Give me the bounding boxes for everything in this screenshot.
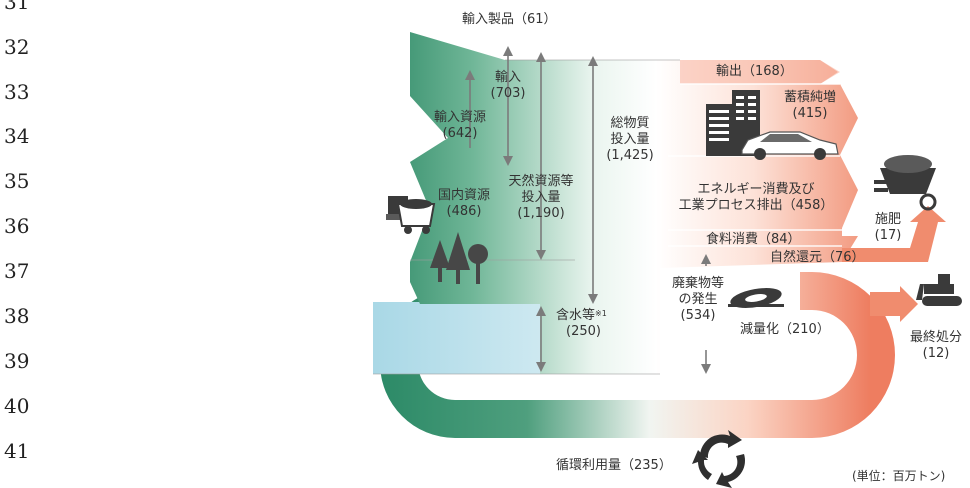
line-number: 32: [4, 35, 30, 59]
wheelbarrow-icon: [874, 155, 937, 211]
stock-increase-label-text: 蓄積純増: [783, 90, 836, 105]
recycle-arrows-icon: [692, 430, 746, 488]
domestic-resources-label: 国内資源 (486): [432, 188, 496, 220]
line-number: 39: [4, 349, 30, 373]
car-icon: [741, 131, 839, 160]
water-content-label-text: 含水等: [556, 308, 596, 323]
line-number: 35: [4, 169, 30, 193]
stock-increase-label-value: (415): [792, 106, 828, 121]
measurement-arrows: [469, 50, 707, 368]
stock-increase-label: 蓄積純増 (415): [776, 90, 844, 122]
line-number: 31: [4, 0, 30, 14]
final-disposal-label: 最終処分 (12): [904, 330, 968, 362]
bulldozer-icon: [916, 274, 962, 306]
fertilizer-label-value: (17): [874, 228, 902, 243]
energy-label-line2: 工業プロセス排出（458）: [678, 198, 834, 213]
fertilizer-label: 施肥 (17): [868, 212, 908, 244]
natural-input-label-line2: 投入量: [521, 190, 561, 205]
exports-arrow: [680, 60, 840, 84]
import-resources-label: 輸入資源 (642): [430, 110, 490, 142]
energy-label-line1: エネルギー消費及び: [697, 182, 815, 197]
imports-label: 輸入 (703): [478, 70, 538, 102]
water-content-value: (250): [566, 324, 601, 339]
natural-input-label-line1: 天然資源等: [508, 174, 574, 189]
line-number: 34: [4, 124, 30, 148]
final-disposal-arrow: [870, 286, 918, 322]
natural-return-label: 自然還元（76）: [770, 250, 865, 265]
mine-cart-icon: [386, 196, 436, 234]
trees-icon: [430, 232, 488, 284]
natural-input-label-value: (1,190): [517, 206, 565, 221]
total-input-label-line2: 投入量: [610, 132, 650, 147]
line-number: 37: [4, 259, 30, 283]
final-disposal-label-value: (12): [922, 346, 950, 361]
import-resources-label-value: (642): [442, 126, 478, 141]
waste-label-value: (534): [680, 308, 716, 323]
domestic-resources-label-text: 国内資源: [437, 188, 490, 203]
imports-label-value: (703): [490, 86, 526, 101]
line-number: 38: [4, 304, 30, 328]
water-content-footnote: ※1: [595, 309, 607, 318]
arrow-heads: [465, 46, 711, 374]
line-number: 41: [4, 439, 30, 463]
natural-return-arrow: [842, 206, 946, 262]
domestic-resources-label-value: (486): [446, 204, 482, 219]
unit-note: (単位：百万トン): [852, 469, 946, 483]
food-consumption-label: 食料消費（84）: [706, 232, 801, 247]
imports-label-text: 輸入: [494, 70, 521, 85]
water-content-label: 含水等※1: [556, 308, 607, 324]
line-number: 33: [4, 80, 30, 104]
line-number: 36: [4, 214, 30, 238]
natural-resource-input-label: 天然資源等 投入量 (1,190): [496, 174, 586, 222]
total-input-label-value: (1,425): [606, 148, 654, 163]
exports-label: 輸出（168）: [716, 64, 793, 79]
recycling-amount-label: 循環利用量（235）: [556, 458, 672, 473]
waste-generation-label: 廃棄物等 の発生 (534): [666, 276, 730, 324]
waste-label-line2: の発生: [678, 292, 718, 307]
final-disposal-label-text: 最終処分: [909, 330, 962, 345]
recycling-loop: [380, 272, 895, 438]
total-input-label-line1: 総物質: [610, 116, 650, 131]
fertilizer-label-text: 施肥: [874, 212, 901, 227]
energy-consumption-label: エネルギー消費及び 工業プロセス排出（458）: [666, 182, 846, 214]
reduction-label: 減量化（210）: [740, 322, 830, 337]
tire-icon: [728, 288, 784, 308]
import-resources-label-text: 輸入資源: [433, 110, 486, 125]
total-material-input-label: 総物質 投入量 (1,425): [598, 116, 662, 164]
waste-label-line1: 廃棄物等: [671, 276, 724, 291]
line-number: 40: [4, 394, 30, 418]
import-products-label: 輸入製品（61）: [462, 12, 557, 27]
